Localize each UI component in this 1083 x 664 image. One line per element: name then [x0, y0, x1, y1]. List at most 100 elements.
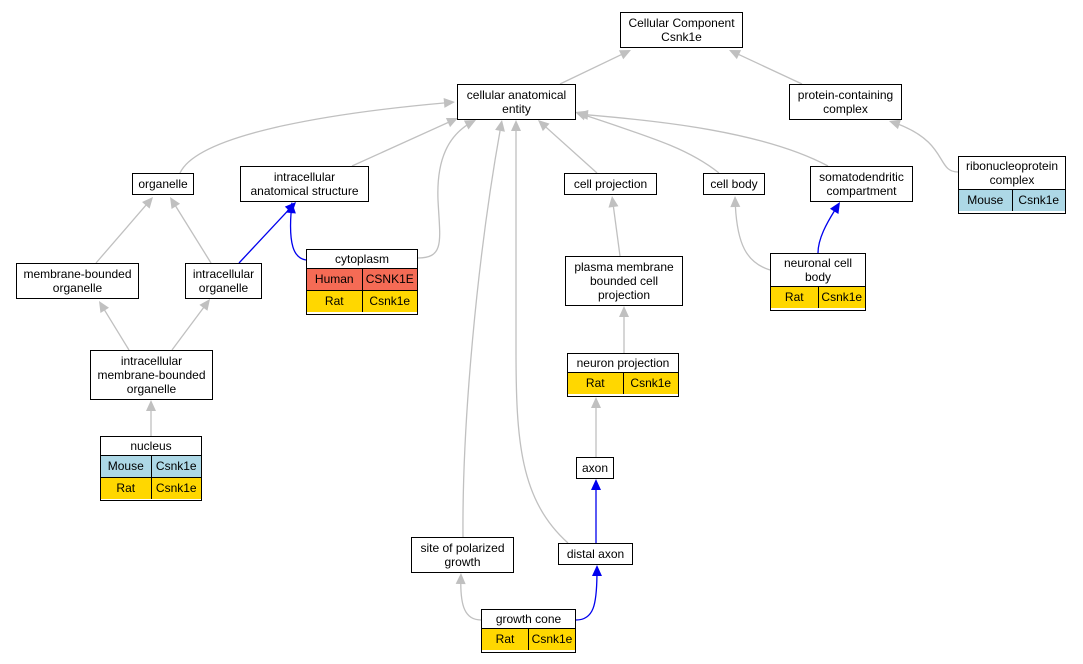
edge-cellproj-to-cae-arrowhead: [538, 120, 550, 132]
term-label: site of polarized growth: [420, 541, 505, 569]
term-node-cellbody[interactable]: cell body: [703, 173, 765, 195]
term-node-mbo[interactable]: membrane-bounded organelle: [16, 263, 139, 299]
term-label: cell projection: [573, 177, 648, 191]
term-label: nucleus: [130, 439, 172, 453]
species-cell: Rat: [116, 481, 136, 495]
edge-axon-to-neuronproj-arrowhead: [591, 397, 601, 408]
edge-cytoplasm-to-cae: [417, 119, 477, 259]
term-node-pcc[interactable]: protein-containing complex: [789, 84, 902, 120]
term-label: intracellular organelle: [192, 267, 255, 295]
term-label: Cellular Component Csnk1e: [628, 16, 735, 44]
edge-growthcone-to-spg: [460, 572, 482, 621]
edge-io-to-organelle: [169, 196, 212, 264]
edge-cytoplasm-to-ias-arrowhead: [285, 202, 296, 214]
term-label: membrane-bounded organelle: [23, 267, 132, 295]
term-node-pmbcp[interactable]: plasma membrane bounded cell projection: [565, 256, 683, 306]
term-label: growth cone: [495, 612, 562, 626]
edge-imbo-to-mbo-arrowhead: [99, 301, 110, 313]
edge-ias-to-cae-arrowhead: [445, 117, 458, 128]
term-label: distal axon: [566, 547, 625, 561]
term-node-axon[interactable]: axon: [576, 457, 614, 479]
edge-distalaxon-to-axon-arrowhead: [591, 479, 601, 490]
annotation-row-rat: Rat Csnk1e: [482, 628, 575, 650]
term-node-ias[interactable]: intracellular anatomical structure: [240, 166, 369, 202]
gene-cell: Csnk1e: [150, 456, 202, 477]
term-node-root[interactable]: Cellular Component Csnk1e: [620, 12, 743, 48]
edge-organelle-to-cae-arrowhead: [443, 97, 455, 108]
edge-growthcone-to-distalaxon: [575, 564, 598, 621]
annotation-row-mouse: Mouse Csnk1e: [101, 455, 201, 477]
edge-cae-to-root-arrowhead: [618, 50, 631, 60]
term-node-cellproj[interactable]: cell projection: [564, 173, 657, 195]
term-node-io[interactable]: intracellular organelle: [185, 263, 262, 299]
term-label: axon: [581, 461, 609, 475]
species-cell: Rat: [585, 376, 605, 390]
species-cell: Rat: [784, 290, 804, 304]
edge-somato-to-cae: [576, 113, 829, 167]
gene-cell: Csnk1e: [150, 478, 202, 499]
term-label: somatodendritic compartment: [819, 170, 904, 198]
term-label: intracellular membrane-bounded organelle: [97, 354, 206, 396]
species-cell: Mouse: [967, 193, 1004, 207]
species-cell: Mouse: [107, 459, 144, 473]
edge-organelle-to-cae: [179, 101, 456, 174]
species-cell: Rat: [324, 294, 344, 308]
edge-cytoplasm-to-cae-arrowhead: [463, 120, 476, 130]
edge-mbo-to-organelle-arrowhead: [142, 197, 153, 209]
edge-cytoplasm-to-ias: [289, 201, 307, 261]
edge-cellproj-to-cae: [537, 119, 598, 174]
term-node-cae[interactable]: cellular anatomical entity: [457, 84, 576, 120]
edge-nucleus-to-imbo-arrowhead: [146, 400, 156, 411]
term-node-organelle[interactable]: organelle: [132, 173, 194, 195]
term-node-somato[interactable]: somatodendritic compartment: [810, 166, 913, 202]
term-label: intracellular anatomical structure: [250, 170, 359, 198]
gene-cell: Csnk1e: [622, 373, 679, 394]
edge-ias-to-cae: [351, 117, 459, 167]
edge-spg-to-cae-arrowhead: [495, 120, 505, 132]
term-node-distalaxon[interactable]: distal axon: [558, 543, 633, 565]
edge-spg-to-cae: [462, 119, 503, 538]
annotation-row-human: Human CSNK1E: [307, 268, 417, 290]
term-node-imbo[interactable]: intracellular membrane-bounded organelle: [90, 350, 213, 400]
term-label: protein-containing complex: [797, 88, 894, 116]
edge-rnp-to-pcc-arrowhead: [889, 119, 902, 130]
annotation-row-rat: Rat Csnk1e: [568, 372, 678, 394]
gene-cell: Csnk1e: [528, 629, 575, 650]
gene-cell: CSNK1E: [361, 269, 418, 290]
annotation-row-rat: Rat Csnk1e: [101, 477, 201, 499]
species-cell: Rat: [495, 632, 515, 646]
term-label: plasma membrane bounded cell projection: [574, 260, 674, 302]
annotation-row-mouse: Mouse Csnk1e: [959, 189, 1065, 211]
annotation-row-rat: Rat Csnk1e: [307, 290, 417, 312]
species-cell: Human: [314, 272, 354, 286]
edge-neuronproj-to-pmbcp-arrowhead: [619, 306, 629, 317]
edge-pcc-to-root: [728, 49, 803, 85]
edge-ncb-to-cellbody-arrowhead: [730, 196, 741, 208]
edge-distalaxon-to-cae-arrowhead: [511, 120, 521, 131]
edge-cellbody-to-cae: [574, 111, 720, 174]
edge-ncb-to-cellbody: [734, 195, 771, 271]
term-label: neuron projection: [576, 356, 670, 370]
gene-cell: Csnk1e: [1011, 190, 1066, 211]
gene-cell: Csnk1e: [361, 291, 418, 312]
edge-growthcone-to-distalaxon-arrowhead: [591, 565, 602, 577]
edge-distalaxon-to-cae: [515, 120, 569, 544]
term-node-spg[interactable]: site of polarized growth: [411, 537, 514, 573]
edge-cae-to-root: [559, 49, 632, 85]
edge-pcc-to-root-arrowhead: [729, 50, 742, 60]
edge-ncb-to-somato-arrowhead: [829, 202, 840, 214]
term-label: ribonucleoprotein complex: [965, 159, 1059, 187]
edge-imbo-to-io-arrowhead: [199, 299, 210, 311]
edge-io-to-organelle-arrowhead: [170, 197, 181, 209]
edge-ncb-to-somato: [817, 201, 841, 254]
edge-growthcone-to-spg-arrowhead: [455, 573, 466, 585]
